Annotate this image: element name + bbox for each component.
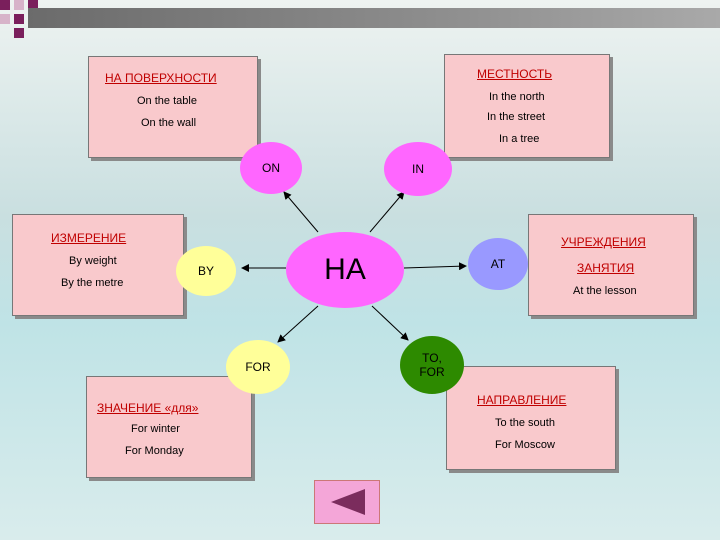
preposition-in: IN <box>384 142 452 196</box>
preposition-to-for: TO, FOR <box>400 336 464 394</box>
meaning-item: For Monday <box>125 445 184 457</box>
location-box: МЕСТНОСТЬ In the north In the street In … <box>444 54 610 158</box>
center-label: НА <box>286 232 404 308</box>
surface-item: On the wall <box>141 117 197 129</box>
arrow-to-at <box>403 262 467 271</box>
location-item: In a tree <box>499 133 540 145</box>
arrow-to-to <box>371 305 409 341</box>
surface-item: On the table <box>137 95 197 107</box>
location-item: In the north <box>489 91 545 103</box>
back-button[interactable] <box>314 480 380 524</box>
direction-box: НАПРАВЛЕНИЕ To the south For Moscow <box>446 366 616 470</box>
preposition-at: AT <box>468 238 528 290</box>
direction-item: To the south <box>495 417 555 429</box>
meaning-item: For winter <box>131 423 180 435</box>
preposition-by: BY <box>176 246 236 296</box>
back-triangle-icon <box>331 489 365 515</box>
surface-box: НА ПОВЕРХНОСТИ On the table On the wall <box>88 56 258 158</box>
institution-subtitle: ЗАНЯТИЯ <box>577 261 635 275</box>
preposition-on: ON <box>240 142 302 194</box>
surface-title: НА ПОВЕРХНОСТИ <box>105 71 217 85</box>
slide-header-decoration <box>0 0 720 38</box>
measure-item: By weight <box>69 255 117 267</box>
institution-item: At the lesson <box>573 285 637 297</box>
measure-box: ИЗМЕРЕНИЕ By weight By the metre <box>12 214 184 316</box>
preposition-for: FOR <box>226 340 290 394</box>
institution-box: УЧРЕЖДЕНИЯ ЗАНЯТИЯ At the lesson <box>528 214 694 316</box>
direction-title: НАПРАВЛЕНИЕ <box>477 393 567 407</box>
location-item: In the street <box>487 111 546 123</box>
arrow-to-for <box>277 305 319 343</box>
measure-title: ИЗМЕРЕНИЕ <box>51 231 127 245</box>
arrow-to-on <box>283 191 319 233</box>
measure-item: By the metre <box>61 277 124 289</box>
arrow-to-in <box>369 191 405 233</box>
direction-item: For Moscow <box>495 439 555 451</box>
institution-title: УЧРЕЖДЕНИЯ <box>561 235 646 249</box>
meaning-title: ЗНАЧЕНИЕ «для» <box>97 401 199 415</box>
location-title: МЕСТНОСТЬ <box>477 67 553 81</box>
meaning-box: ЗНАЧЕНИЕ «для» For winter For Monday <box>86 376 252 478</box>
for-label: FOR <box>419 365 445 379</box>
to-label: TO, <box>422 351 442 365</box>
